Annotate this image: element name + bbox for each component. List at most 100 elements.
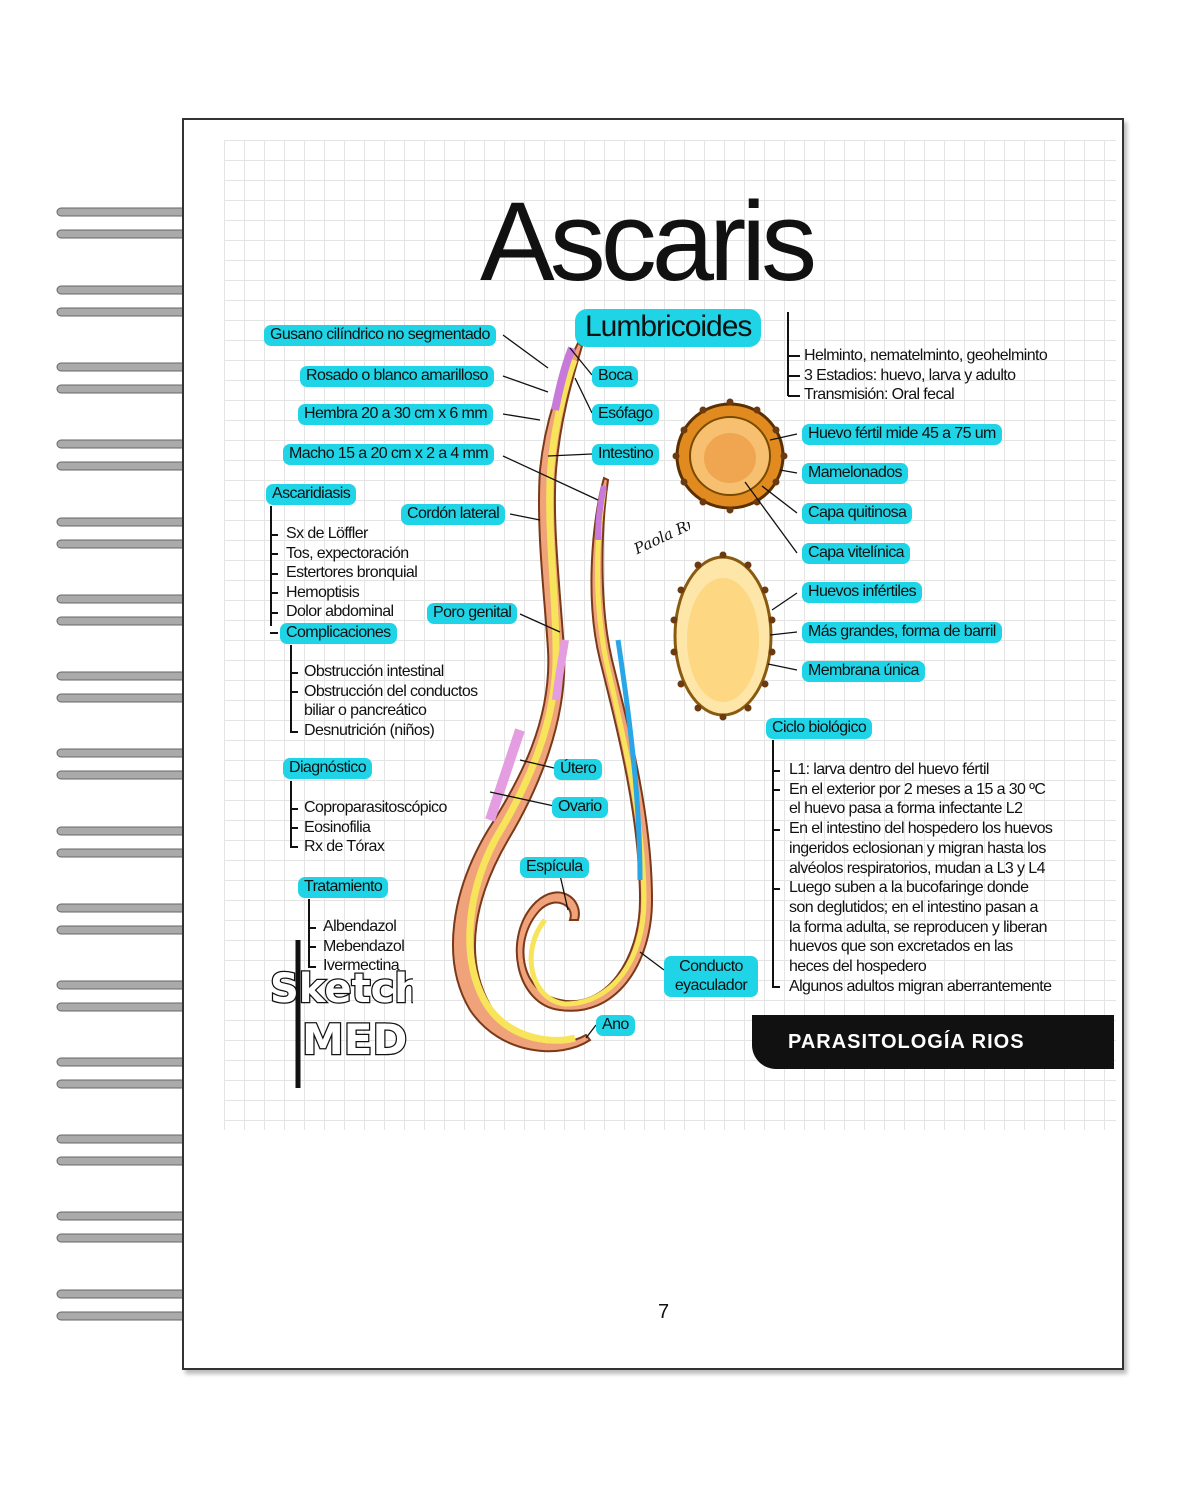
bracket-tick xyxy=(270,632,278,634)
bracket-tick xyxy=(772,888,780,890)
label-ano: Ano xyxy=(596,1015,635,1036)
bracket-tick xyxy=(772,770,780,772)
bracket-tick xyxy=(290,827,298,829)
banner-text: PARASITOLOGÍA RIOS xyxy=(788,1030,1025,1053)
bracket-tick xyxy=(290,731,298,733)
author-signature: Paola Rios xyxy=(630,522,690,558)
ciclo-line: L1: larva dentro del huevo fértil xyxy=(789,761,989,778)
logo-text-med: MED xyxy=(302,1015,407,1064)
complication-item: Obstrucción del conductos xyxy=(304,682,478,700)
ascaridiasis-list: Sx de Löffler Tos, expectoración Esterto… xyxy=(286,524,418,622)
treatment-item: Mebendazol xyxy=(323,937,405,955)
label-espicula: Espícula xyxy=(520,857,589,878)
diagnostico-list: Coproparasitoscópico Eosinofilia Rx de T… xyxy=(304,798,447,857)
symptom-item: Dolor abdominal xyxy=(286,603,394,620)
label-conducto: Conducto eyaculador xyxy=(664,956,758,997)
ciclo-line: heces del hospedero xyxy=(789,958,927,976)
ciclo-line: el huevo pasa a forma infectante L2 xyxy=(789,800,1023,818)
label-mas-grandes: Más grandes, forma de barril xyxy=(802,622,1002,643)
label-esofago: Esófago xyxy=(592,404,659,425)
sketchmed-logo: Sketch MED xyxy=(269,940,413,1088)
female-worm-drawing xyxy=(452,341,592,1053)
bracket-tick xyxy=(290,672,298,674)
bracket-tick xyxy=(270,612,278,614)
bracket-tick xyxy=(290,691,298,693)
symptom-item: Hemoptisis xyxy=(286,583,360,601)
bracket-tick xyxy=(308,946,316,948)
general-info-item: 3 Estadios: huevo, larva y adulto xyxy=(804,366,1016,384)
bracket-tick xyxy=(772,789,780,791)
ciclo-line: En el exterior por 2 meses a 15 a 30 ºC xyxy=(789,780,1046,798)
ascaridiasis-heading: Ascaridiasis xyxy=(266,484,357,505)
info-bracket xyxy=(787,312,800,397)
complicaciones-list: Obstrucción intestinal Obstrucción del c… xyxy=(304,662,478,740)
diagnostico-heading: Diagnóstico xyxy=(283,758,373,779)
bracket-tick xyxy=(290,808,298,810)
bracket-tick xyxy=(308,927,316,929)
label-rosado: Rosado o blanco amarilloso xyxy=(300,366,494,387)
label-poro: Poro genital xyxy=(427,603,518,624)
treatment-item: Ivermectina xyxy=(323,957,400,974)
complication-item: Obstrucción intestinal xyxy=(304,663,444,680)
label-macho: Macho 15 a 20 cm x 2 a 4 mm xyxy=(283,444,495,465)
label-membrana-unica: Membrana única xyxy=(802,661,925,682)
bracket-tick xyxy=(290,846,298,848)
label-utero: Útero xyxy=(554,759,603,780)
tratamiento-heading: Tratamiento xyxy=(298,877,389,898)
page-number: 7 xyxy=(658,1301,670,1323)
label-capa-vitelinica: Capa vitelínica xyxy=(802,543,910,564)
logo-text-sketch: Sketch xyxy=(270,966,413,1012)
general-info-item: Transmisión: Oral fecal xyxy=(804,386,955,403)
symptom-item: Estertores bronquial xyxy=(286,564,418,581)
fertile-egg-drawing xyxy=(672,398,788,514)
infertile-egg-drawing xyxy=(670,551,776,721)
parasitologia-banner: PARASITOLOGÍA RIOS xyxy=(752,1015,1114,1069)
diagnostic-item: Rx de Tórax xyxy=(304,838,385,855)
page-subtitle: Lumbricoides xyxy=(575,309,762,347)
male-worm-drawing xyxy=(515,476,654,1012)
ciclo-bracket xyxy=(772,740,774,987)
label-mamelonados: Mamelonados xyxy=(802,463,908,484)
symptom-item: Sx de Löffler xyxy=(286,525,368,542)
ciclo-line: la forma adulta, se reproducen y liberan xyxy=(789,918,1048,936)
bracket-tick xyxy=(270,592,278,594)
general-info-item: Helminto, nematelminto, geohelminto xyxy=(804,347,1048,364)
diagnostic-item: Coproparasitoscópico xyxy=(304,799,447,816)
ciclo-line: alvéolos respiratorios, mudan a L3 y L4 xyxy=(789,859,1045,877)
signature-text: Paola Rios xyxy=(630,522,690,558)
diagnostico-bracket xyxy=(290,781,292,847)
bracket-tick xyxy=(308,966,316,968)
ciclo-line: son deglutidos; en el intestino pasan a xyxy=(789,898,1038,916)
complication-item: biliar o pancreático xyxy=(304,702,427,719)
complicaciones-bracket xyxy=(290,645,292,732)
general-info-list: Helminto, nematelminto, geohelminto 3 Es… xyxy=(804,346,1048,405)
bracket-tick xyxy=(270,553,278,555)
label-cordon: Cordón lateral xyxy=(401,504,506,525)
tratamiento-bracket xyxy=(308,899,310,967)
leader-lines xyxy=(489,334,798,1039)
ciclo-line: Algunos adultos migran aberrantemente xyxy=(789,977,1052,995)
label-huevos-infertiles: Huevos infértiles xyxy=(802,582,923,603)
label-hembra: Hembra 20 a 30 cm x 6 mm xyxy=(298,404,493,425)
bracket-tick xyxy=(772,986,780,988)
symptom-item: Tos, expectoración xyxy=(286,544,409,562)
ciclo-list: L1: larva dentro del huevo fértil En el … xyxy=(789,760,1053,996)
bracket-tick xyxy=(270,534,278,536)
tratamiento-list: Albendazol Mebendazol Ivermectina xyxy=(323,917,405,976)
complication-item: Desnutrición (niños) xyxy=(304,721,435,739)
treatment-item: Albendazol xyxy=(323,918,397,935)
label-intestino: Intestino xyxy=(592,444,660,465)
ciclo-line: Luego suben a la bucofaringe donde xyxy=(789,879,1029,897)
label-huevo-fertil: Huevo fértil mide 45 a 75 um xyxy=(802,424,1002,445)
ciclo-line: En el intestino del hospedero los huevos xyxy=(789,820,1053,838)
ascaridiasis-bracket xyxy=(270,506,272,626)
bracket-tick xyxy=(270,573,278,575)
diagnostic-item: Eosinofilia xyxy=(304,818,371,836)
complicaciones-heading: Complicaciones xyxy=(280,623,397,644)
ciclo-line: huevos que son excretados en las xyxy=(789,938,1013,956)
label-ovario: Ovario xyxy=(552,797,608,818)
label-gusano: Gusano cilíndrico no segmentado xyxy=(264,325,496,346)
bracket-tick xyxy=(772,829,780,831)
ciclo-heading: Ciclo biológico xyxy=(766,718,873,739)
